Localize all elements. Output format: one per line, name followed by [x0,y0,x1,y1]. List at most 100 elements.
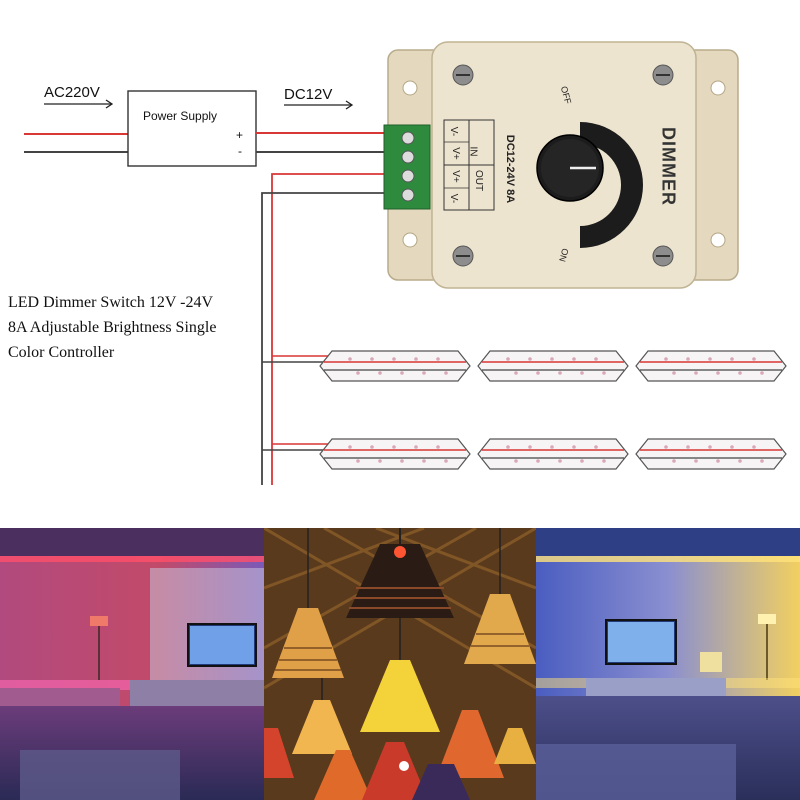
mount-hole [710,80,726,96]
description-line: LED Dimmer Switch 12V -24V [8,294,214,311]
led-dot [400,459,404,463]
led-dot [580,459,584,463]
description-line: 8A Adjustable Brightness Single [8,319,217,336]
output-voltage-label: DC12V [284,86,333,103]
lamps-image [264,528,536,800]
led-dot [708,445,712,449]
led-dot [730,445,734,449]
led-dot [392,357,396,361]
led-dot [422,459,426,463]
led-dot [594,357,598,361]
led-dot [370,445,374,449]
led-dot [558,371,562,375]
led-dot [550,445,554,449]
led-dot [528,357,532,361]
dimmer-brand-label: DIMMER [658,127,679,206]
led-dot [348,357,352,361]
terminal-label: V- [448,126,460,137]
example-photos [0,528,800,800]
led-dot [356,459,360,463]
led-dot [400,371,404,375]
led-dot [572,357,576,361]
wiring-diagram: AC220V DC12V Power Supply + - DIMMER DC1… [8,41,787,485]
led-dot [444,459,448,463]
brightness-arc [580,122,643,248]
terminal-screw-icon [401,188,415,202]
led-dot [528,445,532,449]
led-strip-segment [319,350,471,382]
power-supply-label: Power Supply [143,109,218,123]
led-dot [536,371,540,375]
led-dot [436,445,440,449]
out-wire-black [261,192,396,485]
dimmer-unit [387,41,739,289]
led-dot [506,357,510,361]
input-voltage-label: AC220V [44,84,100,101]
led-dot [594,445,598,449]
power-supply-box [127,90,257,167]
terminal-block [383,124,431,210]
led-dot [550,357,554,361]
led-dot [392,445,396,449]
led-dot [760,371,764,375]
led-dot [672,459,676,463]
led-dot [414,445,418,449]
dimmer-rating-label: DC12-24V 8A [504,134,516,204]
led-dot [348,445,352,449]
terminal-in-label: IN [467,146,479,157]
led-dot [444,371,448,375]
terminal-screw-icon [401,169,415,183]
led-dot [414,357,418,361]
led-dot [356,371,360,375]
screw-icon [452,245,474,267]
terminal-label: V+ [449,147,461,160]
led-dot [514,371,518,375]
mount-hole [710,232,726,248]
mount-hole [402,80,418,96]
led-strip-segment [477,438,629,470]
led-dot [664,445,668,449]
led-dot [602,371,606,375]
product-description: LED Dimmer Switch 12V -24V 8A Adjustable… [8,290,278,365]
wiring-svg [24,41,787,485]
photo-pendant-lamps-warm [264,528,536,800]
led-dot [558,459,562,463]
led-dot [752,357,756,361]
power-supply-plus: + [236,128,244,142]
led-dot [738,371,742,375]
led-dot [378,459,382,463]
led-dot [694,371,698,375]
terminal-label: V+ [449,170,461,183]
description-line: Color Controller [8,344,115,361]
led-dot [378,371,382,375]
led-dot [716,459,720,463]
led-strip-segment [477,350,629,382]
screw-icon [452,64,474,86]
led-dot [422,371,426,375]
power-supply-minus: - [238,144,242,158]
room-yellow-image [536,528,800,800]
led-dot [730,357,734,361]
led-dot [602,459,606,463]
led-dot [436,357,440,361]
led-dot [580,371,584,375]
dimmer-knob[interactable] [536,134,604,202]
screw-icon [652,64,674,86]
led-dot [370,357,374,361]
screw-icon [652,245,674,267]
led-dot [664,357,668,361]
out-wire-red [271,173,396,485]
led-dot [506,445,510,449]
photo-living-room-red-blue [0,528,264,800]
led-dot [572,445,576,449]
led-strip-segment [635,438,787,470]
mount-hole [402,232,418,248]
terminal-label: V- [448,193,460,204]
led-dot [738,459,742,463]
led-dot [760,459,764,463]
room-red-image [0,528,264,800]
photo-living-room-blue-yellow [536,528,800,800]
led-dot [672,371,676,375]
terminal-screw-icon [401,150,415,164]
led-dot [716,371,720,375]
